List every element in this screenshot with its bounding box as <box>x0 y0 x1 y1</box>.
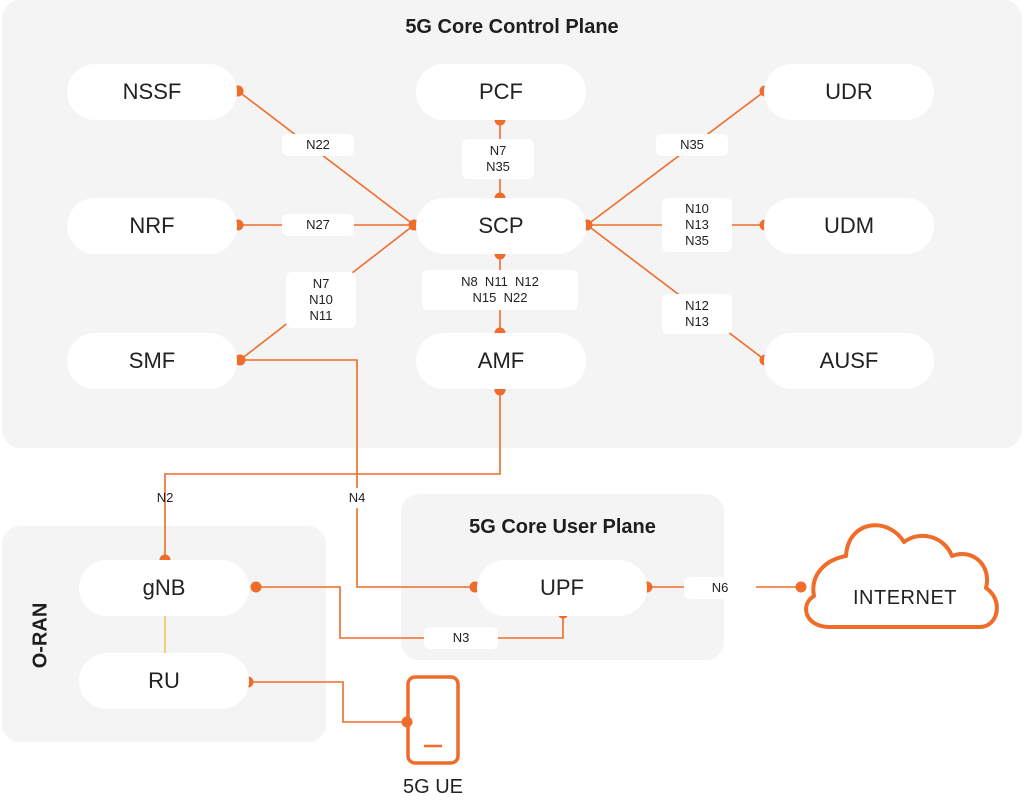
interface-label-scp-amf: N8 N11 N12 N15 N22 <box>422 270 578 310</box>
interface-label-pcf-scp: N7 N35 <box>462 139 534 179</box>
interface-text: N27 <box>306 217 330 232</box>
pcf-node: PCF <box>416 64 586 120</box>
amf-node: AMF <box>416 333 586 389</box>
interface-text: N7 <box>489 143 507 158</box>
udr-node: UDR <box>764 64 934 120</box>
ru-node: RU <box>79 653 249 709</box>
scp-node: SCP <box>416 198 586 254</box>
interface-text: N6 <box>711 580 729 595</box>
interface-text: N3 <box>452 630 470 645</box>
internet-label: INTERNET <box>853 587 957 609</box>
interface-label-n35-udr: N35 <box>656 134 728 156</box>
interface-label-n4: N4 <box>331 488 383 508</box>
interface-text: N8 N11 N12 <box>461 274 539 289</box>
interface-text: N12 <box>685 298 709 313</box>
upf-node: UPF <box>477 560 647 616</box>
gnb-node: gNB <box>79 560 249 616</box>
udm-node: UDM <box>764 198 934 254</box>
interface-text: N22 <box>306 137 330 152</box>
oran-title: O-RAN <box>29 602 52 669</box>
ue-label: 5G UE <box>402 776 464 798</box>
user-plane-title: 5G Core User Plane <box>469 516 656 538</box>
control-plane-title: 5G Core Control Plane <box>405 16 619 38</box>
interface-text: N11 <box>309 308 333 323</box>
cloud-icon <box>804 523 999 629</box>
interface-text: N7 <box>312 276 330 291</box>
interface-label-n6: N6 <box>684 577 756 599</box>
interface-text: N13 <box>685 314 709 329</box>
interface-text: N15 N22 <box>472 290 528 305</box>
interface-label-n27: N27 <box>282 214 354 236</box>
nrf-node: NRF <box>67 198 237 254</box>
interface-text: N35 <box>680 137 704 152</box>
interface-text: N2 <box>156 490 174 505</box>
interface-label-n2: N2 <box>139 488 191 508</box>
phone-icon <box>406 675 460 765</box>
nssf-node: NSSF <box>67 64 237 120</box>
interface-label-scp-ausf: N12 N13 <box>662 294 732 334</box>
smf-node: SMF <box>67 333 237 389</box>
interface-label-smf-scp: N7 N10 N11 <box>286 272 356 328</box>
interface-label-n3: N3 <box>424 627 498 649</box>
interface-text: N10 <box>685 201 709 216</box>
interface-text: N10 <box>309 292 333 307</box>
ausf-node: AUSF <box>764 333 934 389</box>
interface-text: N35 <box>685 233 709 248</box>
interface-label-n22: N22 <box>282 134 354 156</box>
interface-text: N4 <box>348 490 366 505</box>
interface-label-scp-udm: N10 N13 N35 <box>662 198 732 252</box>
interface-text: N35 <box>486 159 510 174</box>
interface-text: N13 <box>685 217 709 232</box>
